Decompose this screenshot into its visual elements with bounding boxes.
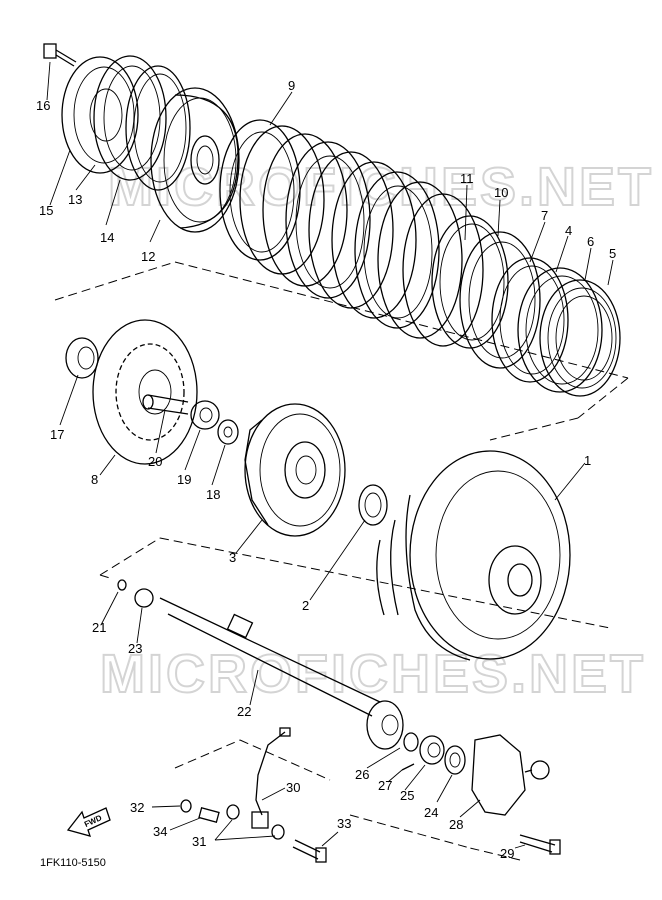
ring-14: [125, 65, 191, 191]
callout-32: 32: [130, 800, 144, 815]
callout-16: 16: [36, 98, 50, 113]
callout-labels: 1 2 3 4 5 6 7 8 9 10 11 12 13 14 15 16 1…: [36, 78, 616, 861]
alignment-line: [239, 739, 331, 781]
callout-20: 20: [148, 454, 162, 469]
seal-24: [444, 745, 466, 775]
callout-9: 9: [288, 78, 295, 93]
pressure-plate-15: [61, 56, 139, 174]
ring-11: [431, 215, 509, 349]
callout-23: 23: [128, 641, 142, 656]
watermark-top: MICROFICHES.NET: [108, 157, 654, 217]
alignment-line: [159, 537, 611, 629]
oring-23: [134, 588, 154, 608]
callout-25: 25: [400, 788, 414, 803]
gear-plate-8: [92, 319, 198, 465]
callout-1: 1: [584, 453, 591, 468]
callout-29: 29: [500, 846, 514, 861]
push-rod-22: [159, 597, 381, 717]
callout-26: 26: [355, 767, 369, 782]
plate-10: [459, 231, 541, 369]
pipe-30: [251, 727, 291, 829]
primary-gear-3: [244, 403, 346, 537]
callout-3: 3: [229, 550, 236, 565]
callout-14: 14: [100, 230, 114, 245]
callout-12: 12: [141, 249, 155, 264]
callout-34: 34: [153, 824, 167, 839]
callout-10: 10: [494, 185, 508, 200]
callout-22: 22: [237, 704, 251, 719]
release-cylinder-28: [471, 734, 550, 816]
shaft-20: [142, 394, 189, 415]
callout-17: 17: [50, 427, 64, 442]
callout-6: 6: [587, 234, 594, 249]
callout-13: 13: [68, 192, 82, 207]
pin-27: [401, 763, 415, 771]
alignment-line: [99, 537, 161, 576]
plate-13: [93, 55, 167, 181]
washer-18: [217, 419, 239, 445]
leader-lines: [46, 61, 614, 849]
callout-11: 11: [460, 171, 474, 186]
thrust-washer-2: [358, 484, 388, 526]
friction-plate-stack-9: [219, 119, 484, 347]
seat-6: [517, 267, 603, 393]
callout-33: 33: [337, 816, 351, 831]
fwd-arrow-icon: FWD: [66, 807, 111, 837]
alignment-line: [577, 377, 629, 419]
clutch-housing-1: [376, 450, 571, 661]
callout-7: 7: [541, 208, 548, 223]
callout-18: 18: [206, 487, 220, 502]
callout-21: 21: [92, 620, 106, 635]
ball-21: [117, 579, 127, 591]
callout-28: 28: [449, 817, 463, 832]
alignment-line: [54, 261, 176, 301]
callout-27: 27: [378, 778, 392, 793]
collar-19: [190, 400, 220, 430]
alignment-line: [99, 574, 111, 579]
callout-30: 30: [286, 780, 300, 795]
alignment-line: [469, 847, 521, 861]
alignment-line: [349, 814, 471, 849]
clutch-plate-pack: [43, 43, 621, 397]
alignment-line: [174, 261, 629, 379]
alignment-line: [489, 417, 579, 441]
callout-15: 15: [39, 203, 53, 218]
bolt-29: [519, 834, 561, 855]
part-code: 1FK110-5150: [40, 857, 106, 869]
callout-19: 19: [177, 472, 191, 487]
bleed-screw-34: [198, 807, 220, 823]
clutch-boss-12: [150, 87, 240, 233]
gasket-31: [226, 804, 285, 840]
callout-2: 2: [302, 598, 309, 613]
alignment-line: [174, 739, 241, 769]
spring-7: [491, 257, 569, 383]
spring-5: [539, 279, 621, 397]
callout-5: 5: [609, 246, 616, 261]
callout-24: 24: [424, 805, 438, 820]
bolt-16: [43, 43, 77, 67]
bearing-17: [65, 337, 99, 379]
callout-8: 8: [91, 472, 98, 487]
washer-32: [180, 799, 192, 813]
watermark-bottom: MICROFICHES.NET: [100, 644, 646, 704]
fwd-label: FWD: [83, 813, 104, 829]
oring-26: [403, 732, 419, 752]
bearing-25: [419, 735, 445, 765]
callout-31: 31: [192, 834, 206, 849]
bearing-pulley: [366, 700, 404, 750]
callout-4: 4: [565, 223, 572, 238]
bolt-33: [292, 839, 327, 863]
